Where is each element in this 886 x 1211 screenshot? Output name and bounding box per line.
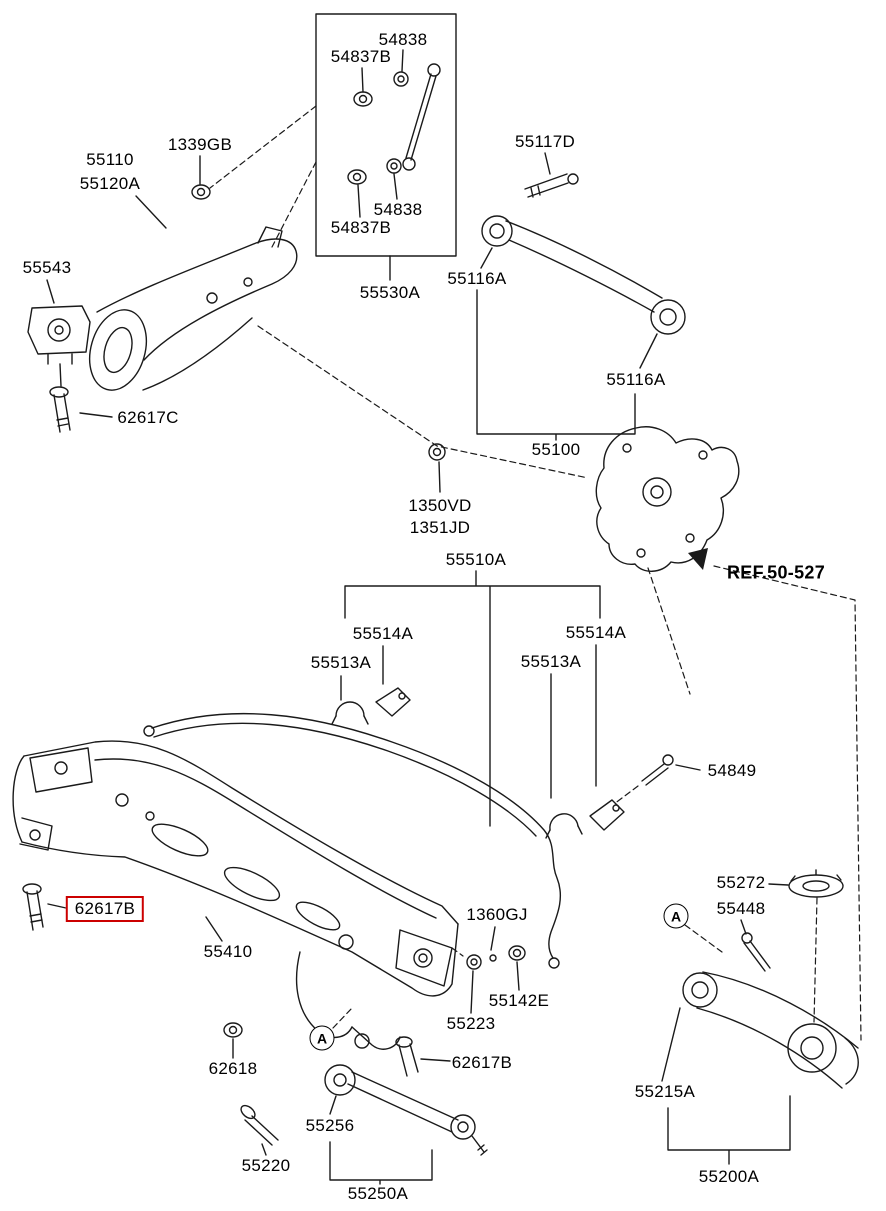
part-label-55530a[interactable]: 55530A xyxy=(359,283,421,302)
knuckle-drawing xyxy=(595,426,862,1041)
part-label-55220[interactable]: 55220 xyxy=(241,1156,291,1175)
selected-bolt-drawing xyxy=(22,883,67,931)
spring-seat-drawing xyxy=(684,869,844,1023)
part-label-54838-box-top[interactable]: 54838 xyxy=(378,30,428,49)
part-label-55223[interactable]: 55223 xyxy=(446,1014,496,1033)
part-label-62618[interactable]: 62618 xyxy=(208,1059,258,1078)
part-label-55272[interactable]: 55272 xyxy=(716,873,766,892)
view-callout-a-left: A xyxy=(309,1025,335,1051)
center-fasteners-drawing xyxy=(223,1022,451,1077)
part-label-55116a-lower[interactable]: 55116A xyxy=(606,370,666,389)
part-label-55513a-right[interactable]: 55513A xyxy=(520,652,582,671)
part-label-54838-box-bottom[interactable]: 54838 xyxy=(373,200,423,219)
part-label-55142e[interactable]: 55142E xyxy=(488,991,550,1010)
part-label-54837b-box-top[interactable]: 54837B xyxy=(330,47,392,66)
part-label-55250a[interactable]: 55250A xyxy=(347,1184,409,1203)
assist-link-drawing xyxy=(240,1064,488,1185)
part-label-1360gj[interactable]: 1360GJ xyxy=(466,905,528,924)
part-label-1351jd[interactable]: 1351JD xyxy=(409,518,471,537)
part-label-1350vd[interactable]: 1350VD xyxy=(408,496,472,515)
lower-arm-drawing xyxy=(661,971,859,1165)
part-label-55100[interactable]: 55100 xyxy=(531,440,581,459)
part-label-55256[interactable]: 55256 xyxy=(305,1116,355,1135)
stabilizer-link-box-drawing xyxy=(315,13,457,281)
part-label-55116a-upper[interactable]: 55116A xyxy=(447,269,507,288)
flange-nut-drawing xyxy=(191,105,317,248)
small-hardware-drawing xyxy=(466,926,526,1014)
lateral-arm-drawing xyxy=(476,152,686,441)
part-label-54849[interactable]: 54849 xyxy=(707,761,757,780)
part-label-55513a-left[interactable]: 55513A xyxy=(310,653,372,672)
stabilizer-bar-drawing xyxy=(143,570,625,969)
part-label-62617b-selected[interactable]: 62617B xyxy=(65,896,145,922)
part-label-55514a-left[interactable]: 55514A xyxy=(352,624,414,643)
part-label-1339gb[interactable]: 1339GB xyxy=(167,135,233,154)
arm-bushing-drawing xyxy=(27,279,113,433)
ref-label-50-527[interactable]: REF.50-527 xyxy=(726,562,826,583)
part-label-55110[interactable]: 55110 xyxy=(86,150,134,169)
part-label-55510a[interactable]: 55510A xyxy=(445,550,507,569)
crossmember-drawing xyxy=(12,740,464,1050)
part-label-55514a-right[interactable]: 55514A xyxy=(565,623,627,642)
part-label-55200a[interactable]: 55200A xyxy=(698,1167,760,1186)
part-label-55448[interactable]: 55448 xyxy=(716,899,766,918)
clamp-bolt-drawing xyxy=(613,754,701,805)
part-label-62617c[interactable]: 62617C xyxy=(117,408,179,427)
part-label-62617b-center[interactable]: 62617B xyxy=(451,1053,513,1072)
part-label-55215a[interactable]: 55215A xyxy=(634,1082,696,1101)
washer-drawing xyxy=(428,443,446,493)
part-label-54837b-box-bottom[interactable]: 54837B xyxy=(330,218,392,237)
trailing-arm-drawing xyxy=(88,195,589,479)
part-label-55117d[interactable]: 55117D xyxy=(514,132,576,151)
part-label-55120a[interactable]: 55120A xyxy=(79,174,141,193)
part-label-55410[interactable]: 55410 xyxy=(203,942,253,961)
view-callout-a-right: A xyxy=(663,903,689,929)
part-label-55543[interactable]: 55543 xyxy=(22,258,72,277)
